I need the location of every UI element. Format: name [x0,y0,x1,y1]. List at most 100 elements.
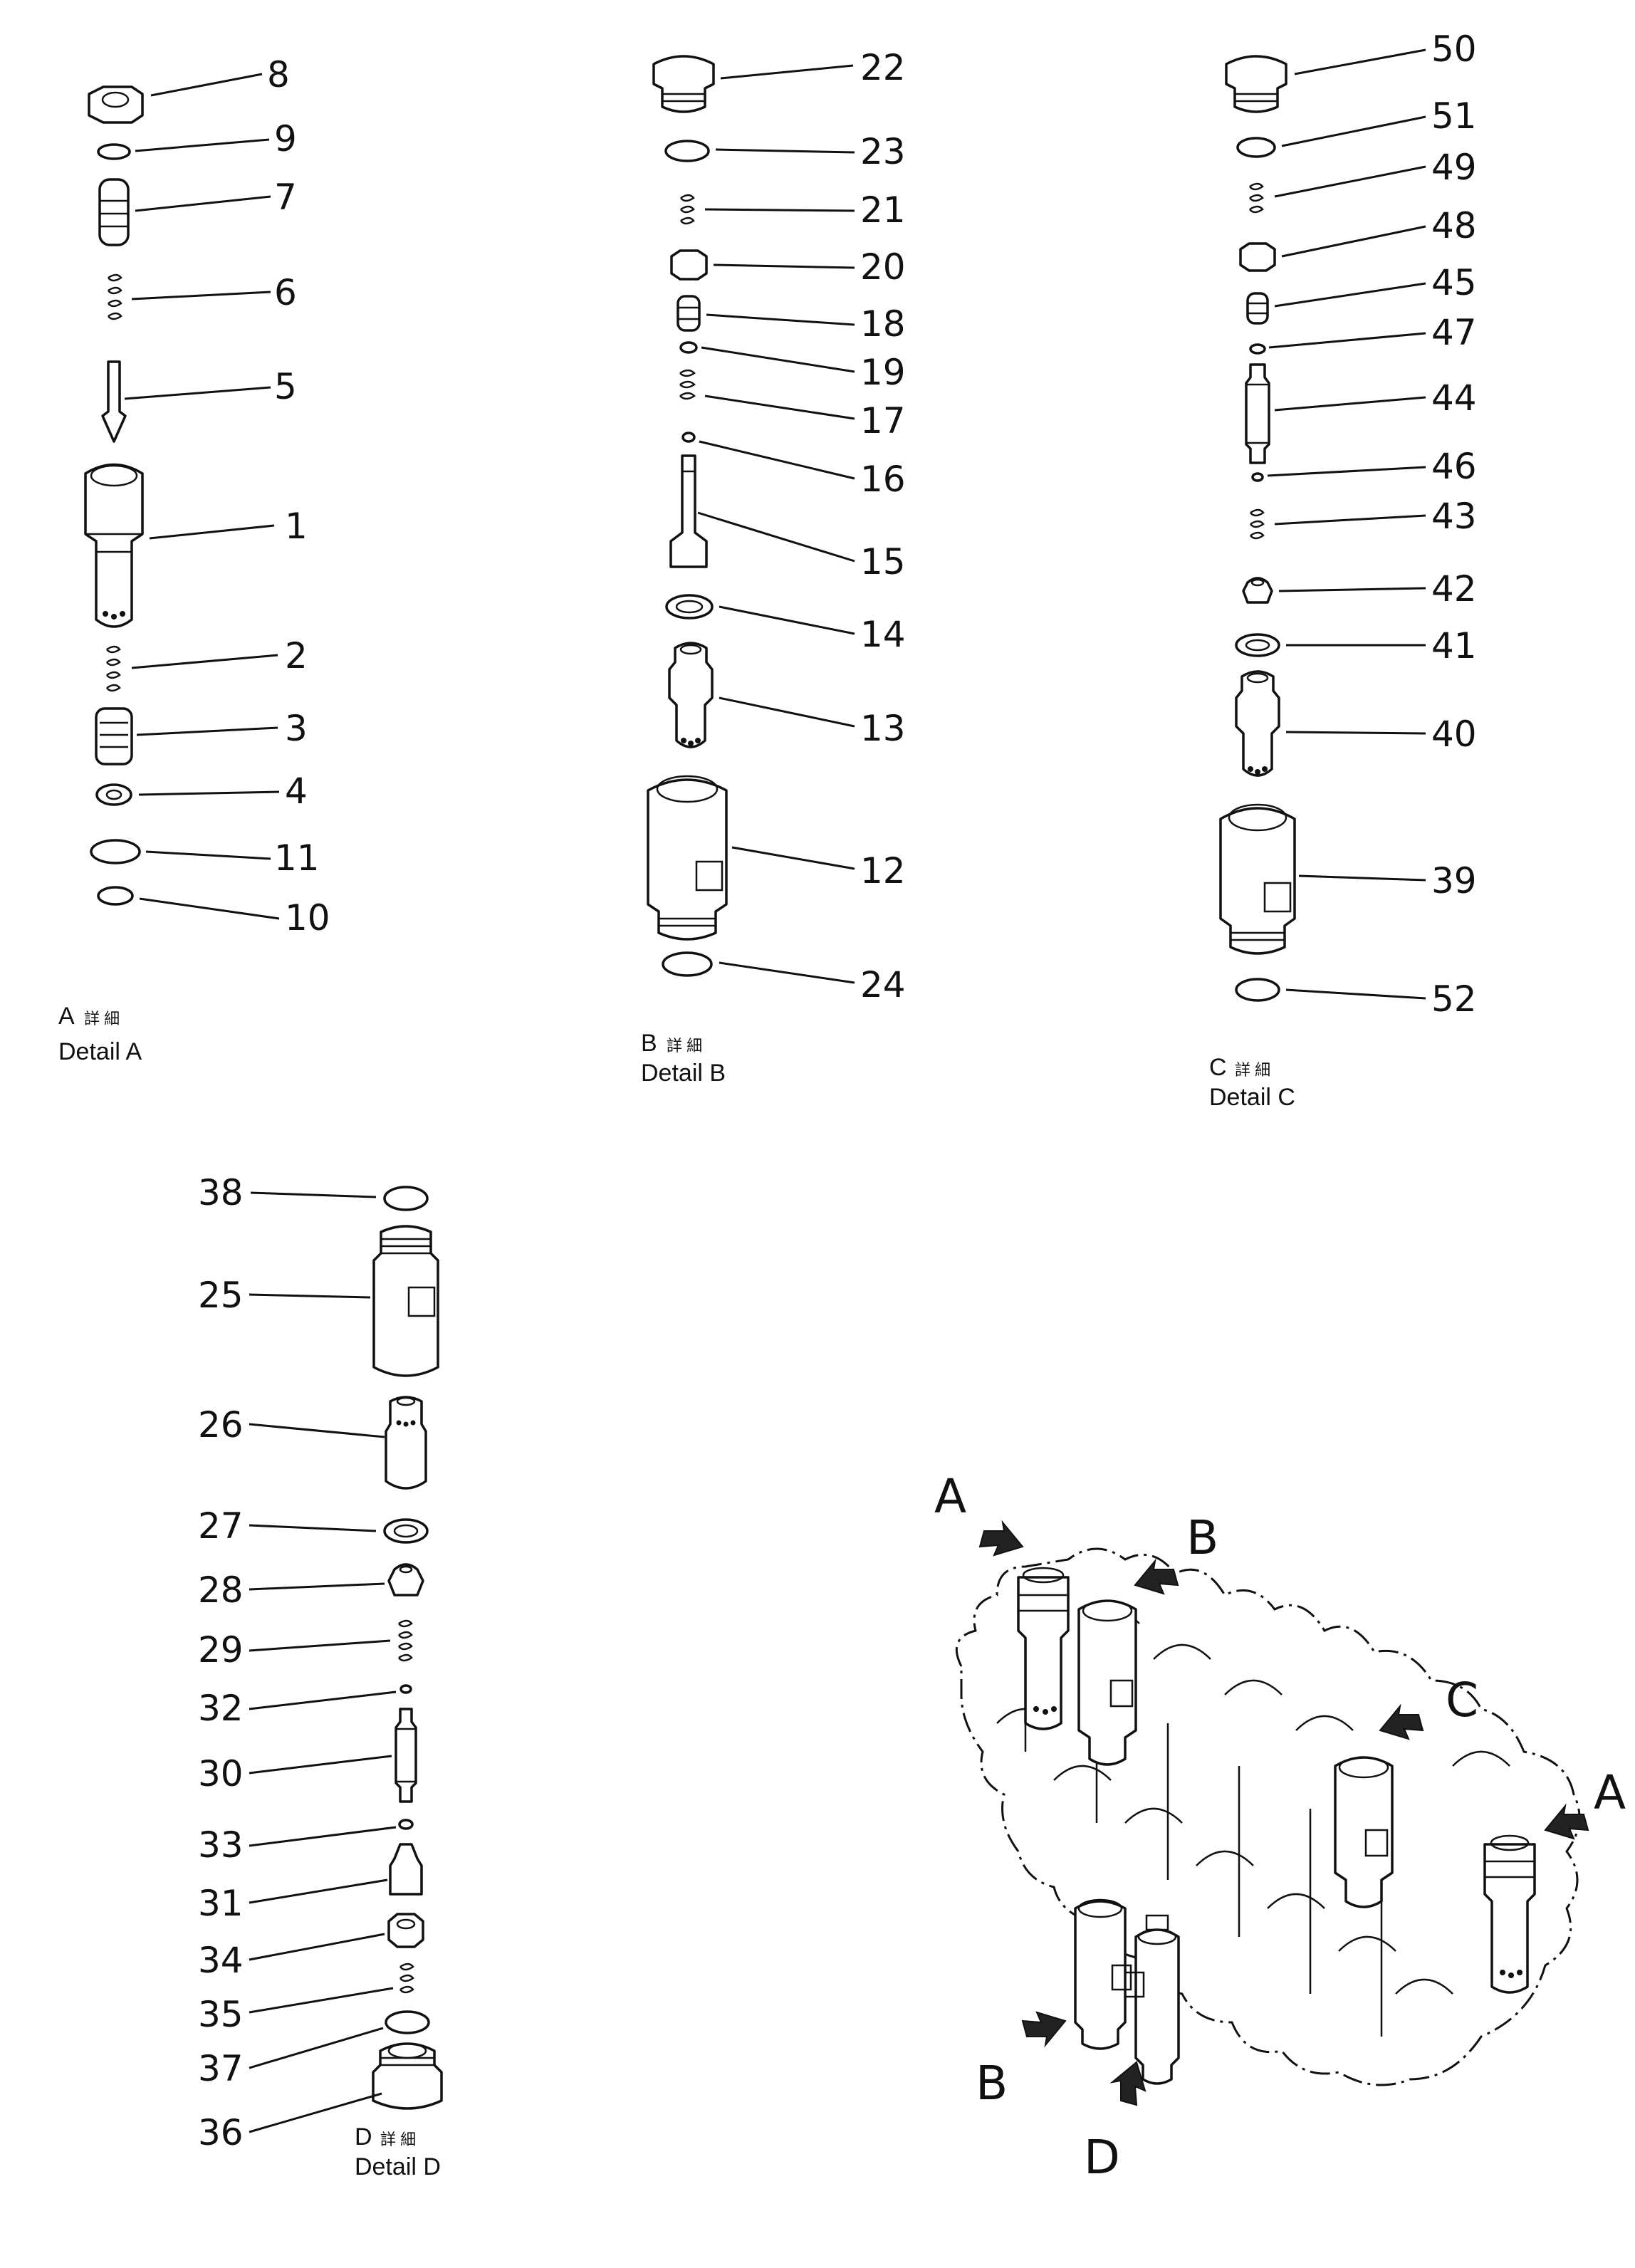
part-9-o-ring: 9 [97,118,297,160]
part-25-sleeve: 25 [198,1225,439,1377]
part-11-o-ring: 11 [90,837,320,879]
part-label-23: 23 [860,131,906,172]
part-3-seat: 3 [95,707,308,765]
part-label-12: 12 [860,850,906,892]
assembly-valve-a-left [1017,1567,1070,1730]
part-20-nut: 20 [670,246,906,288]
callout-letter-c: C [1446,1673,1478,1728]
part-30-pilot-pin: 30 [198,1708,417,1803]
part-4-washer: 4 [95,770,308,812]
detail-b-caption-cjk: 詳 細 [667,1037,702,1055]
part-52-o-ring: 52 [1235,978,1477,1020]
part-31-seat: 31 [198,1843,423,1924]
part-17-spring: 17 [679,369,906,441]
part-label-39: 39 [1431,860,1477,902]
part-16-ball: 16 [681,432,906,500]
part-label-32: 32 [198,1688,244,1729]
detail-c-caption-cjk: 詳 細 [1235,1061,1270,1079]
part-1-body: 1 [84,463,308,628]
part-label-45: 45 [1431,262,1477,303]
part-8-nut: 8 [88,54,290,124]
part-32-ball: 32 [198,1684,412,1729]
part-label-25: 25 [198,1275,244,1316]
part-19-o-ring: 19 [679,341,906,393]
callout-letter-b-top: B [1186,1510,1218,1565]
part-23-o-ring: 23 [664,131,906,172]
part-label-36: 36 [198,2112,244,2153]
part-label-10: 10 [285,897,330,939]
detail-c-caption-letter: C [1209,1054,1227,1081]
assembly-valve-d [1124,1914,1180,2085]
assembly-valve-b-top [1077,1599,1137,1766]
part-label-40: 40 [1431,714,1477,755]
part-label-2: 2 [285,635,308,676]
detail-d-caption: Detail D [355,2153,441,2180]
callout-arrow-b-top [1134,1558,1179,1595]
part-48-nut: 48 [1239,205,1477,272]
part-label-44: 44 [1431,377,1477,419]
part-14-washer: 14 [665,594,906,655]
part-label-1: 1 [285,506,308,547]
part-44-pilot-pin: 44 [1245,363,1477,464]
callout-letter-d: D [1084,2130,1120,2185]
detail-d-caption-letter: D [355,2123,372,2151]
valve-assembly-view: A B C A B D [934,1469,1626,2185]
part-46-ball: 46 [1251,446,1477,487]
part-label-42: 42 [1431,568,1477,610]
assembly-valve-c [1334,1756,1394,1908]
part-35-spring: 35 [198,1963,414,2035]
part-label-4: 4 [285,770,308,812]
part-label-46: 46 [1431,446,1477,487]
part-label-9: 9 [274,118,297,160]
detail-d-group: 38 25 26 27 28 [198,1172,443,2180]
detail-d-caption-cjk: 詳 細 [380,2131,416,2148]
part-label-50: 50 [1431,28,1477,70]
part-33-o-ring: 33 [198,1819,414,1866]
detail-a-caption-cjk: 詳 細 [84,1010,120,1028]
callout-arrow-c [1379,1703,1424,1740]
detail-b-caption: Detail B [641,1060,726,1087]
part-26-valve: 26 [198,1396,427,1490]
callout-letter-a-left: A [934,1469,966,1524]
part-label-38: 38 [198,1172,244,1213]
part-24-o-ring: 24 [662,951,906,1005]
part-42-poppet: 42 [1242,568,1477,610]
part-18-piston: 18 [677,295,906,345]
assembly-valve-b-bottom [1074,1898,1132,2050]
part-label-20: 20 [860,246,906,288]
part-15-stem: 15 [669,454,906,582]
part-label-21: 21 [860,189,906,231]
part-label-28: 28 [198,1569,244,1611]
part-43-spring: 43 [1250,496,1477,540]
part-label-14: 14 [860,614,906,655]
part-label-8: 8 [267,54,290,95]
part-label-17: 17 [860,400,906,441]
part-label-51: 51 [1431,95,1477,137]
part-label-18: 18 [860,303,906,345]
part-label-37: 37 [198,2048,244,2089]
part-38-o-ring: 38 [198,1172,429,1213]
callout-letter-b-bottom: B [976,2056,1008,2111]
part-6-spring: 6 [108,272,297,320]
part-label-26: 26 [198,1404,244,1446]
part-label-48: 48 [1431,205,1477,246]
part-label-22: 22 [860,47,906,88]
valve-body-outline [955,1547,1581,2086]
part-label-6: 6 [274,272,297,313]
part-label-24: 24 [860,964,906,1005]
part-label-7: 7 [274,177,297,218]
detail-b-caption-letter: B [641,1030,657,1057]
detail-a-caption: Detail A [58,1038,142,1065]
part-2-spring: 2 [106,635,308,692]
part-label-29: 29 [198,1629,244,1671]
part-21-spring: 21 [680,189,906,231]
part-label-11: 11 [274,837,320,879]
callout-arrow-b-bottom [1021,2011,1067,2048]
part-41-washer: 41 [1235,625,1477,667]
part-40-valve: 40 [1235,670,1477,777]
part-37-o-ring: 37 [198,2010,430,2089]
detail-c-group: 50 51 49 48 45 47 [1209,28,1477,1111]
part-label-15: 15 [860,541,906,582]
part-label-13: 13 [860,708,906,749]
